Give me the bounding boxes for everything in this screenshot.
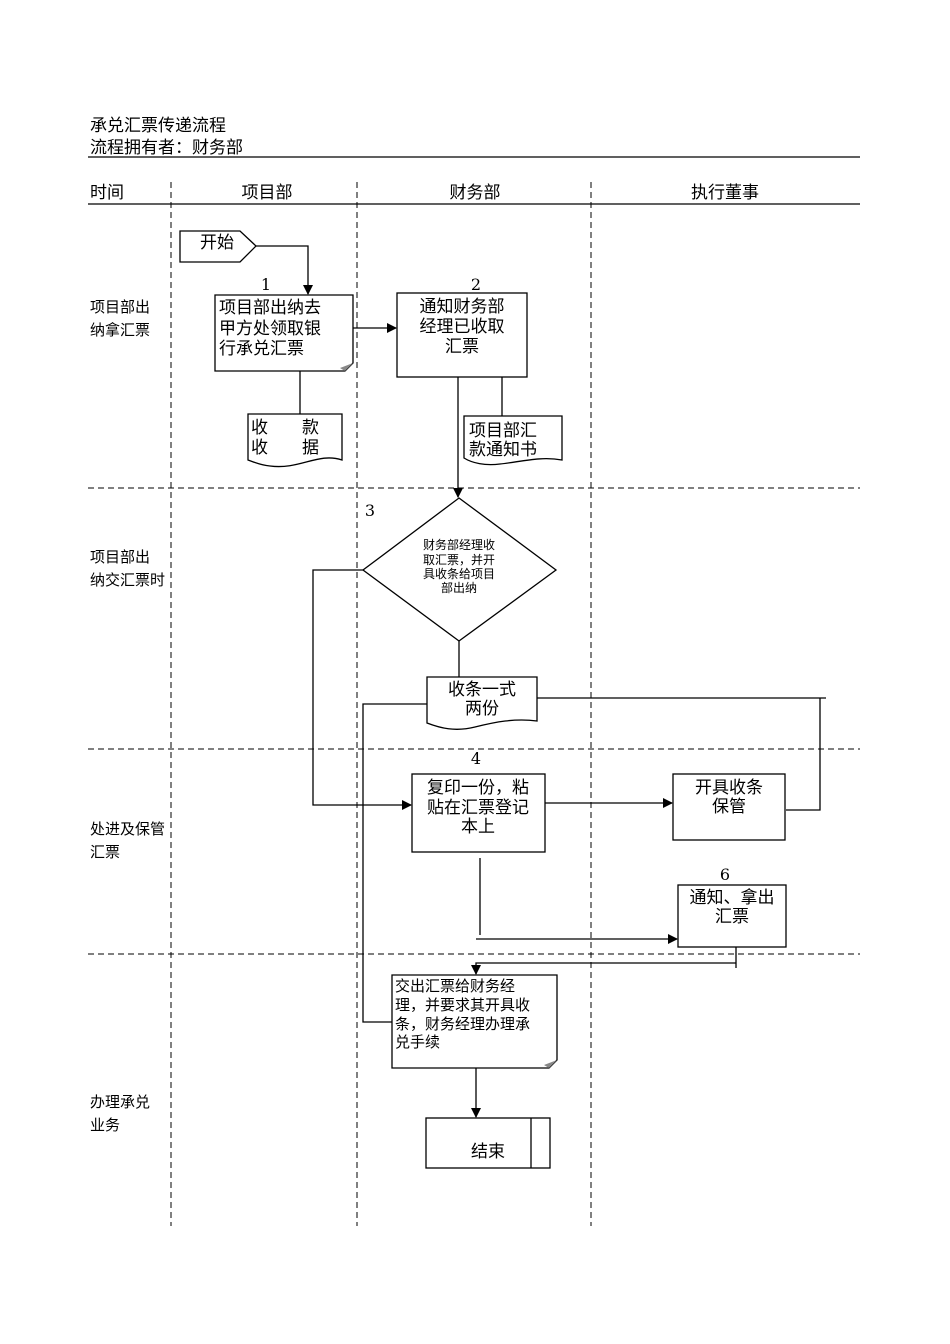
- step-6-node: 6 通知、拿出 汇票: [677, 865, 787, 948]
- connectors: [256, 245, 826, 1118]
- step-5-node: 交出汇票给财务经 理，并要求其开具收 条，财务经理办理承 兑手续: [391, 974, 558, 1069]
- step-2-node: 2 通知财务部 经理已收取 汇票: [396, 275, 528, 378]
- receipt-slip-document: 收条一式 两份: [426, 676, 538, 730]
- svg-text:项目部出: 项目部出: [90, 298, 150, 316]
- step-number: 4: [471, 749, 481, 768]
- svg-text:贴在汇票登记: 贴在汇票登记: [427, 798, 529, 818]
- start-node: 开始: [179, 230, 257, 263]
- svg-text:通知、拿出: 通知、拿出: [690, 887, 775, 908]
- svg-text:开具收条: 开具收条: [695, 778, 763, 798]
- svg-text:纳交汇票时: 纳交汇票时: [90, 571, 165, 589]
- svg-text:部出纳: 部出纳: [441, 580, 477, 595]
- svg-text:兑手续: 兑手续: [395, 1033, 440, 1051]
- svg-text:甲方处领取银: 甲方处领取银: [219, 319, 321, 339]
- svg-text:开始: 开始: [200, 233, 234, 253]
- step-3-decision: 3 财务部经理收 取汇票，并开 具收条给项目 部出纳: [361, 497, 558, 642]
- svg-text:处进及保管: 处进及保管: [90, 820, 165, 838]
- svg-text:项目部出: 项目部出: [90, 548, 150, 566]
- column-project-dept: 项目部: [242, 183, 293, 203]
- end-node: 结束: [425, 1117, 551, 1169]
- chart-title: 承兑汇票传递流程: [90, 116, 226, 136]
- phase-label: 项目部出 纳交汇票时: [90, 548, 165, 589]
- svg-text:业务: 业务: [90, 1116, 120, 1134]
- svg-text:交出汇票给财务经: 交出汇票给财务经: [395, 977, 515, 995]
- svg-text:条，财务经理办理承: 条，财务经理办理承: [395, 1015, 530, 1033]
- svg-text:保管: 保管: [712, 797, 746, 817]
- svg-text:财务部经理收: 财务部经理收: [423, 537, 495, 552]
- step-number: 3: [365, 501, 375, 520]
- step-number: 2: [471, 275, 481, 294]
- svg-text:本上: 本上: [461, 817, 495, 837]
- svg-text:经理已收取: 经理已收取: [420, 317, 505, 337]
- svg-text:结束: 结束: [471, 1142, 505, 1162]
- phase-label: 处进及保管 汇票: [90, 820, 165, 861]
- column-time: 时间: [90, 183, 124, 203]
- phase-label: 办理承兑 业务: [90, 1093, 150, 1134]
- svg-text:两份: 两份: [465, 699, 499, 719]
- svg-text:汇票: 汇票: [90, 843, 120, 861]
- svg-text:取汇票，并开: 取汇票，并开: [423, 553, 495, 567]
- phase-label: 项目部出 纳拿汇票: [90, 298, 150, 339]
- step-number: 6: [720, 865, 730, 884]
- svg-text:理，并要求其开具收: 理，并要求其开具收: [395, 996, 530, 1014]
- remittance-notice-document: 项目部汇 款通知书: [463, 415, 563, 466]
- svg-text:收 款: 收 款: [251, 418, 319, 438]
- svg-text:项目部汇: 项目部汇: [469, 421, 537, 441]
- svg-text:汇票: 汇票: [445, 337, 479, 357]
- svg-text:具收条给项目: 具收条给项目: [423, 567, 495, 581]
- column-finance-dept: 财务部: [450, 183, 501, 203]
- svg-text:行承兑汇票: 行承兑汇票: [219, 339, 304, 359]
- svg-text:复印一份，粘: 复印一份，粘: [427, 778, 529, 798]
- step-1-node: 1 项目部出纳去 甲方处领取银 行承兑汇票: [214, 275, 354, 372]
- svg-text:纳拿汇票: 纳拿汇票: [90, 321, 150, 339]
- svg-text:收条一式: 收条一式: [448, 680, 516, 700]
- step-number: 1: [261, 275, 271, 294]
- receipt-document: 收 款 收 据: [247, 413, 343, 468]
- svg-text:项目部出纳去: 项目部出纳去: [219, 298, 321, 318]
- svg-text:汇票: 汇票: [715, 907, 749, 927]
- svg-text:通知财务部: 通知财务部: [420, 297, 505, 317]
- svg-text:收 据: 收 据: [251, 438, 319, 458]
- column-executive-director: 执行董事: [691, 183, 759, 203]
- step-4-node: 4 复印一份，粘 贴在汇票登记 本上: [411, 749, 546, 853]
- svg-text:办理承兑: 办理承兑: [90, 1093, 150, 1111]
- keep-receipt-node: 开具收条 保管: [672, 773, 786, 841]
- svg-text:款通知书: 款通知书: [469, 440, 537, 460]
- process-owner: 流程拥有者：财务部: [90, 138, 243, 158]
